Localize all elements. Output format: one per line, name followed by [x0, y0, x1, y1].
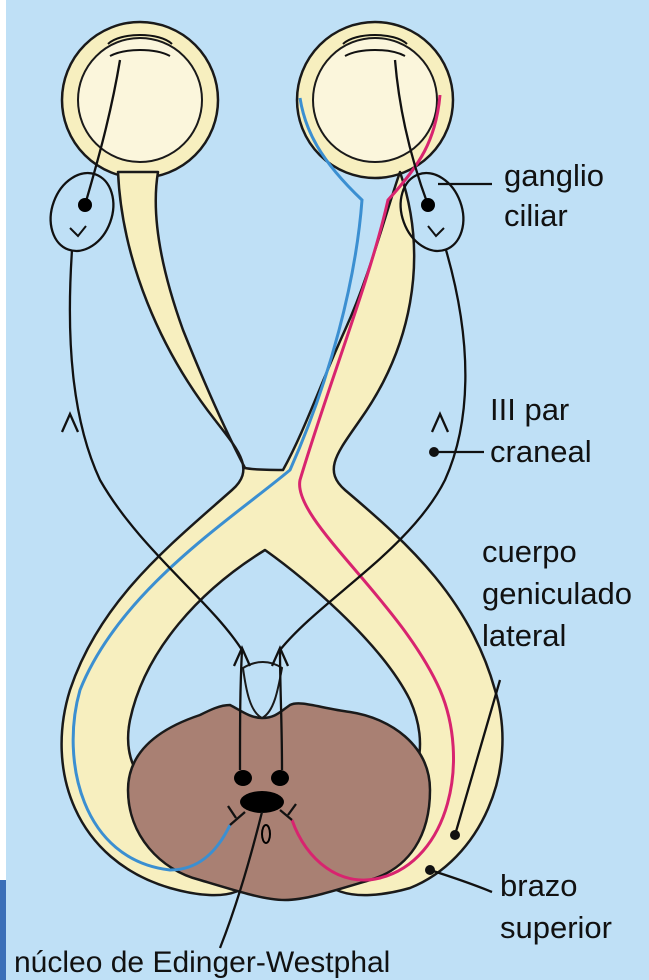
label-iii-par-craneal-line2: craneal: [490, 434, 592, 469]
left-eyeball-inner: [78, 38, 202, 162]
right-eyeball-inner: [313, 38, 437, 162]
label-iii-par-craneal-line1: III par: [490, 392, 569, 427]
left-ganglion-cell: [78, 198, 92, 212]
label-brazo-superior-line1: brazo: [500, 868, 578, 903]
right-ganglion-cell: [421, 198, 435, 212]
label-nucleo-edinger-westphal: núcleo de Edinger-Westphal: [14, 946, 390, 979]
nucleus-left-dot: [234, 770, 252, 786]
cuerpo-pointer-dot: [450, 830, 460, 840]
left-edge-strip: [0, 880, 6, 980]
label-cuerpo-geniculado-line3: lateral: [482, 618, 566, 653]
brazo-pointer-dot: [425, 865, 435, 875]
label-cuerpo-geniculado-line1: cuerpo: [482, 534, 577, 569]
nucleus-main: [240, 791, 284, 813]
label-ganglio-ciliar-line1: ganglio: [504, 158, 604, 193]
label-cuerpo-geniculado-line2: geniculado: [482, 576, 632, 611]
label-ganglio-ciliar-line2: ciliar: [504, 198, 568, 233]
par-pointer-dot: [429, 447, 439, 457]
nucleus-right-dot: [271, 770, 289, 786]
label-brazo-superior-line2: superior: [500, 910, 612, 945]
